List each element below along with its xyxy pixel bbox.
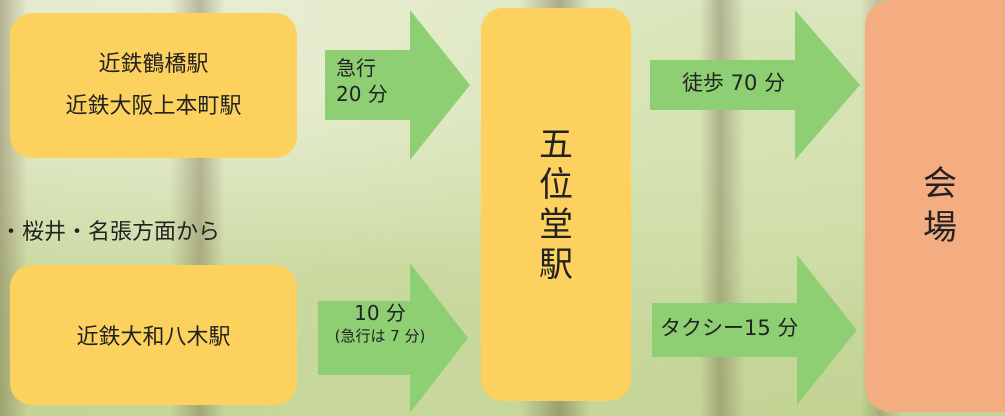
destination-label: 会場	[923, 164, 957, 248]
arrow-bottom-left	[318, 263, 468, 413]
hub-label: 五位堂駅	[539, 124, 573, 285]
arrow-bottom-right	[652, 255, 857, 405]
arrow-bottom-right-label: タクシー15 分	[660, 316, 799, 340]
arrow-top-left-label: 急行 20 分	[336, 55, 388, 107]
origin-top-line1: 近鉄鶴橋駅	[98, 51, 209, 77]
origin-box-bottom: 近鉄大和八木駅	[10, 265, 297, 405]
arrow-top-left-line2: 20 分	[336, 82, 388, 106]
side-note: ・桜井・名張方面から	[0, 220, 221, 245]
origin-top-line2: 近鉄大阪上本町駅	[65, 93, 242, 119]
arrow-bottom-left-line1: 10 分	[354, 301, 406, 325]
origin-bottom-line1: 近鉄大和八木駅	[76, 325, 231, 350]
arrow-top-right-label: 徒歩 70 分	[682, 71, 786, 95]
arrow-top-right	[650, 10, 860, 160]
hub-box: 五位堂駅	[481, 8, 631, 401]
arrow-top-left-line1: 急行	[336, 56, 376, 80]
destination-box: 会場	[865, 0, 1005, 412]
arrow-top-left	[325, 10, 470, 160]
arrow-bottom-left-line2: (急行は 7 分)	[334, 327, 426, 345]
arrow-bottom-left-label: 10 分 (急行は 7 分)	[320, 300, 440, 346]
origin-box-top: 近鉄鶴橋駅 近鉄大阪上本町駅	[10, 13, 297, 158]
